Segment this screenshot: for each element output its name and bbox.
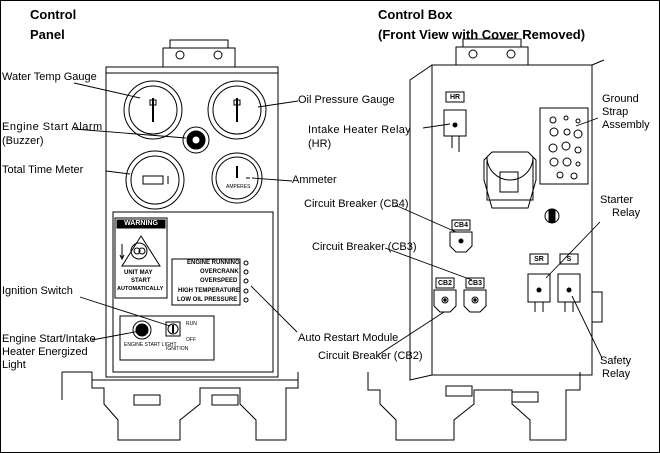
tag-cb2: CB2	[437, 280, 452, 287]
label-safety-relay-line2: Relay	[602, 368, 631, 380]
start-light-face-label: ENGINE START LIGHT	[124, 342, 177, 348]
label-starter-relay-line1: Starter	[600, 194, 634, 206]
right-leader-lines	[377, 117, 603, 359]
label-start-light-line1: Engine Start/Intake	[2, 333, 96, 345]
circuit-breaker-cb4	[449, 219, 473, 253]
label-ground-strap-line3: Assembly	[602, 119, 650, 131]
restart-item-low-oil-pressure: LOW OIL PRESSURE	[177, 297, 238, 303]
tag-cb4: CB4	[453, 222, 468, 229]
ignition-switch-assembly	[119, 315, 215, 361]
circuit-breaker-cb2	[433, 277, 457, 313]
auto-restart-module	[171, 258, 249, 306]
engine-start-alarm-buzzer	[182, 126, 210, 154]
label-engine-start-alarm-buzzer: (Buzzer)	[2, 135, 44, 147]
ignition-face-label: IGNITION	[166, 346, 189, 352]
label-intake-heater-relay: Intake Heater Relay	[308, 124, 411, 136]
label-start-light-line2: Heater Energized	[2, 346, 88, 358]
intake-heater-relay-hr	[443, 91, 467, 152]
tag-sr: SR	[534, 256, 544, 263]
ground-strap-assembly	[539, 107, 589, 185]
label-start-light-line3: Light	[2, 359, 26, 371]
switch-off-label: OFF	[186, 337, 196, 343]
safety-relay-s	[557, 253, 581, 312]
warning-line3: AUTOMATICALLY	[117, 286, 164, 292]
panel-lower-section	[112, 211, 274, 373]
starter-relay-sr	[527, 253, 551, 312]
warning-line2: START	[131, 278, 151, 284]
control-box-illustration	[367, 38, 605, 441]
restart-item-overspeed: OVERSPEED	[200, 278, 238, 284]
switch-run-label: RUN	[186, 321, 197, 327]
warning-decal	[114, 217, 168, 299]
label-circuit-breaker-cb4: Circuit Breaker (CB4)	[304, 198, 409, 210]
circuit-breaker-cb3	[463, 277, 487, 313]
warning-line1: UNIT MAY	[124, 270, 153, 276]
ammeter-face-label: AMPERES	[226, 184, 251, 190]
label-intake-heater-relay-hr: (HR)	[308, 138, 332, 150]
label-circuit-breaker-cb2: Circuit Breaker (CB2)	[318, 350, 423, 362]
label-engine-start-alarm: Engine Start Alarm	[2, 121, 103, 133]
water-temp-gauge	[123, 80, 183, 140]
label-water-temp-gauge: Water Temp Gauge	[2, 71, 97, 83]
harness-grommet	[544, 208, 560, 224]
oil-pressure-gauge	[207, 80, 267, 140]
tag-cb3: CB3	[467, 280, 482, 287]
control-panel-illustration	[61, 39, 299, 441]
label-starter-relay-line2: Relay	[612, 207, 641, 219]
panel-face	[105, 66, 279, 378]
label-total-time-meter: Total Time Meter	[2, 164, 84, 176]
heading-control-panel-line1: Control	[30, 7, 77, 22]
tag-s: S	[566, 256, 572, 263]
warning-title: WARNING	[124, 220, 158, 227]
control-box-backplate	[431, 64, 593, 376]
restart-item-engine-running: ENGINE RUNNING	[187, 260, 240, 266]
heading-control-panel-line2: Panel	[30, 27, 65, 42]
restart-item-high-temperature: HIGH TEMPERATURE	[178, 288, 240, 294]
meter-cutout	[483, 151, 537, 209]
label-ground-strap-line1: Ground	[602, 93, 639, 105]
restart-item-overcrank: OVERCRANK	[200, 269, 239, 275]
label-safety-relay-line1: Safety	[600, 355, 632, 367]
left-leader-lines	[73, 82, 299, 341]
tag-hr: HR	[449, 94, 461, 101]
total-time-meter	[125, 150, 185, 210]
label-auto-restart-module: Auto Restart Module	[298, 332, 399, 344]
heading-control-box-line2: (Front View with Cover Removed)	[378, 27, 586, 42]
label-ground-strap-line2: Strap	[602, 106, 629, 118]
label-circuit-breaker-cb3: Circuit Breaker (CB3)	[312, 241, 417, 253]
label-ignition-switch: Ignition Switch	[2, 285, 73, 297]
heading-control-box-line1: Control Box	[378, 7, 453, 22]
label-ammeter: Ammeter	[292, 174, 337, 186]
label-oil-pressure-gauge: Oil Pressure Gauge	[298, 94, 395, 106]
